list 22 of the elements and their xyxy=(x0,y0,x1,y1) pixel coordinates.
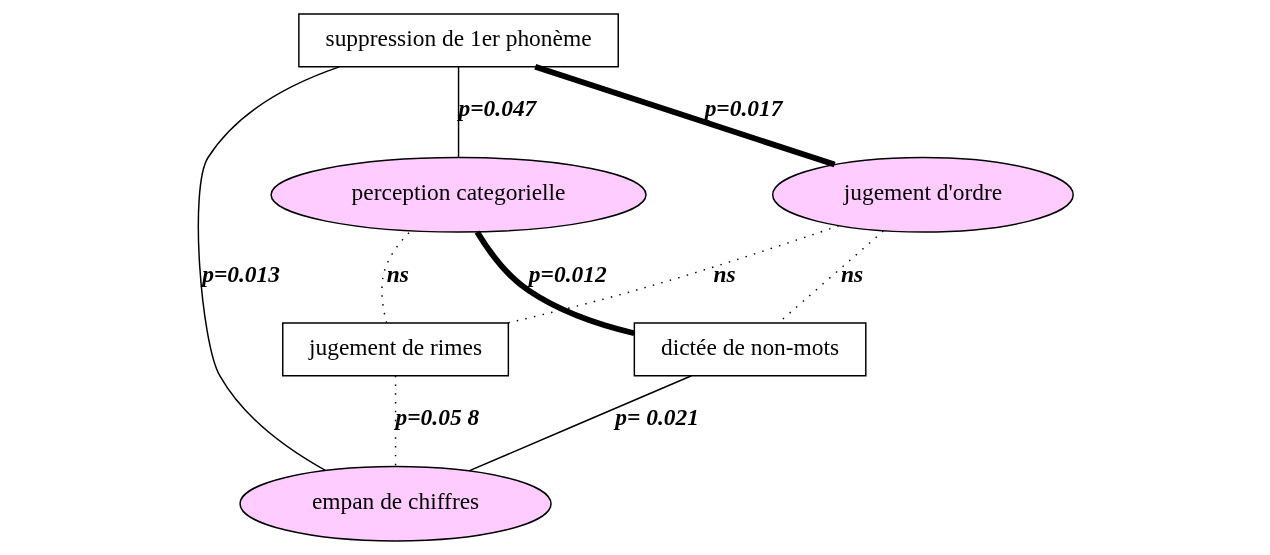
node-box: dictée de non-mots xyxy=(633,322,867,377)
edge-label: p=0.012 xyxy=(528,260,607,287)
node-box: jugement de rimes xyxy=(281,322,509,377)
connector xyxy=(533,64,836,168)
edge-label: ns xyxy=(386,260,409,287)
connector xyxy=(468,375,692,472)
node-ellipse: perception categorielle xyxy=(269,156,647,233)
node-ellipse: empan de chiffres xyxy=(238,465,552,542)
edge-label: ns xyxy=(840,260,863,287)
edge-label: p=0.05 8 xyxy=(395,404,479,431)
connector xyxy=(394,375,396,468)
edge-label: p=0.013 xyxy=(201,260,280,287)
edge-label: p=0.017 xyxy=(704,95,782,122)
edge-label: p= 0.021 xyxy=(614,404,699,431)
connector xyxy=(457,66,459,159)
connector xyxy=(507,225,840,324)
connector xyxy=(197,66,340,472)
node-ellipse: jugement d'ordre xyxy=(771,156,1074,233)
node-box: suppression de 1er phonème xyxy=(297,13,619,68)
connector xyxy=(474,230,635,337)
edge-label: ns xyxy=(712,260,736,287)
connector xyxy=(380,230,411,324)
